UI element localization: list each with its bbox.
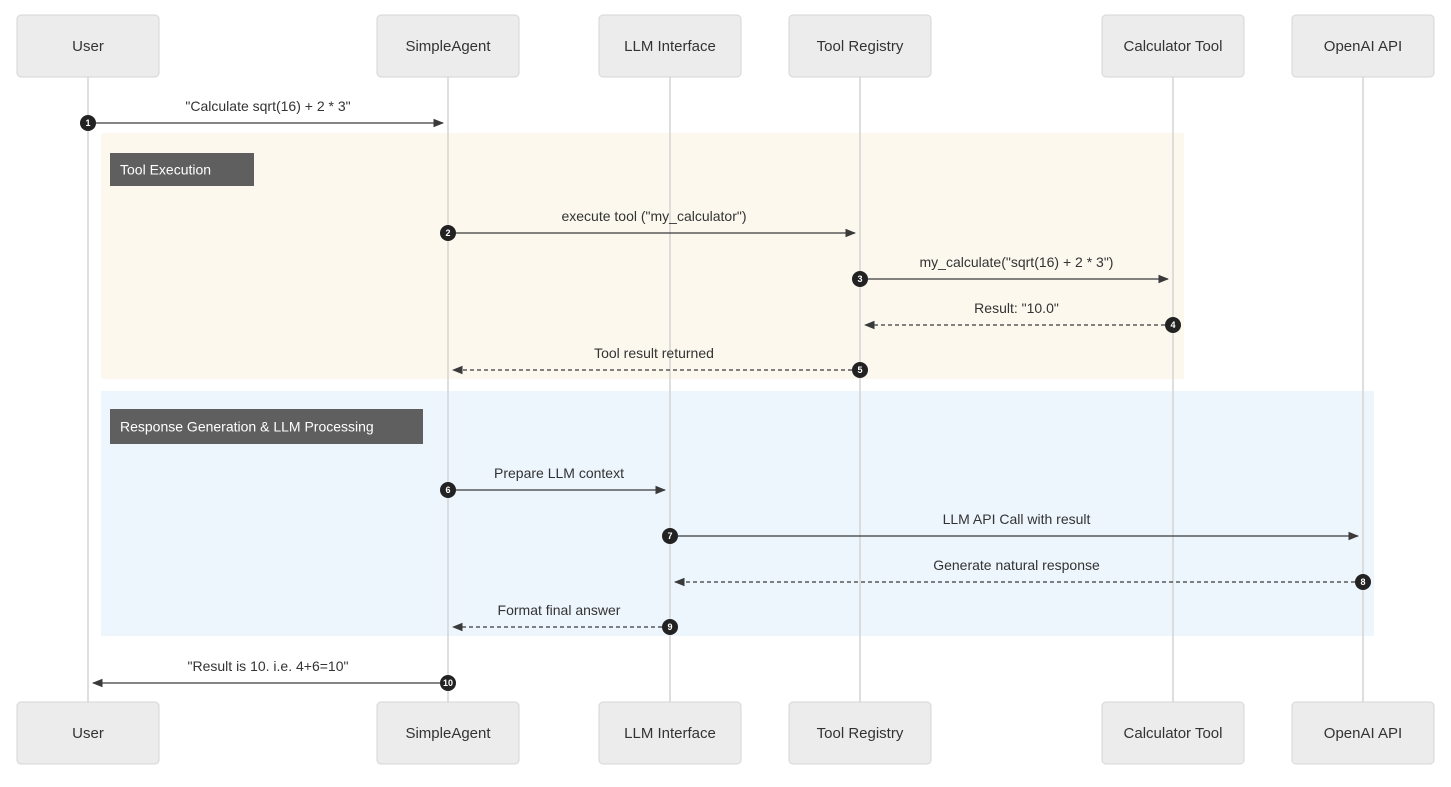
message-8: Generate natural response 8 [673, 557, 1371, 590]
message-6: Prepare LLM context 6 [440, 465, 667, 498]
step-number: 10 [443, 678, 453, 688]
actor-box-shape [376, 701, 520, 765]
actor-tool-registry-top[interactable]: Tool Registry [788, 14, 932, 78]
step-badge [1165, 317, 1181, 333]
actor-box-shape [16, 701, 160, 765]
message-3: my_calculate("sqrt(16) + 2 * 3") 3 [852, 254, 1170, 287]
message-4: Result: "10.0" 4 [863, 300, 1181, 333]
actor-label: SimpleAgent [405, 725, 491, 742]
step-number: 1 [85, 118, 90, 128]
message-label: Generate natural response [933, 557, 1100, 573]
message-label: Result: "10.0" [974, 300, 1059, 316]
step-badge [80, 115, 96, 131]
group-response-generation: Response Generation & LLM Processing [101, 391, 1374, 636]
actor-tool-registry-bottom[interactable]: Tool Registry [788, 701, 932, 765]
step-number: 4 [1170, 320, 1175, 330]
message-label: Tool result returned [594, 345, 714, 361]
actor-box-shape [788, 701, 932, 765]
actor-label: OpenAI API [1324, 38, 1402, 55]
group-label-box [110, 409, 423, 444]
message-label: "Result is 10. i.e. 4+6=10" [188, 658, 349, 674]
actor-simpleagent-bottom[interactable]: SimpleAgent [376, 701, 520, 765]
actor-label: OpenAI API [1324, 725, 1402, 742]
actor-llm-interface-top[interactable]: LLM Interface [598, 14, 742, 78]
actor-box-shape [598, 14, 742, 78]
message-label: execute tool ("my_calculator") [561, 208, 746, 224]
message-10: "Result is 10. i.e. 4+6=10" 10 [91, 658, 456, 691]
actor-openai-api-bottom[interactable]: OpenAI API [1291, 701, 1435, 765]
step-badge [662, 619, 678, 635]
group-label: Tool Execution [120, 162, 211, 178]
actor-label: Calculator Tool [1124, 38, 1223, 55]
step-badge [852, 362, 868, 378]
step-badge [440, 225, 456, 241]
actor-user-bottom[interactable]: User [16, 701, 160, 765]
actor-box-shape [1291, 14, 1435, 78]
message-label: LLM API Call with result [943, 511, 1091, 527]
step-badge [440, 675, 456, 691]
message-1: "Calculate sqrt(16) + 2 * 3" 1 [80, 98, 445, 131]
message-5: Tool result returned 5 [451, 345, 868, 378]
message-label: Prepare LLM context [494, 465, 624, 481]
actor-box-shape [1101, 701, 1245, 765]
actor-box-shape [16, 14, 160, 78]
message-label: my_calculate("sqrt(16) + 2 * 3") [920, 254, 1114, 270]
step-badge [1355, 574, 1371, 590]
step-badge [662, 528, 678, 544]
step-number: 7 [667, 531, 672, 541]
actor-simpleagent-top[interactable]: SimpleAgent [376, 14, 520, 78]
step-number: 3 [857, 274, 862, 284]
message-label: Format final answer [498, 602, 621, 618]
actor-box-shape [376, 14, 520, 78]
actor-openai-api-top[interactable]: OpenAI API [1291, 14, 1435, 78]
group-label-box [110, 153, 254, 186]
step-number: 8 [1360, 577, 1365, 587]
actor-label: LLM Interface [624, 725, 716, 742]
step-number: 2 [445, 228, 450, 238]
step-number: 5 [857, 365, 862, 375]
actor-user-top[interactable]: User [16, 14, 160, 78]
actor-calculator-tool-top[interactable]: Calculator Tool [1101, 14, 1245, 78]
message-2: execute tool ("my_calculator") 2 [440, 208, 857, 241]
actor-label: Calculator Tool [1124, 725, 1223, 742]
actor-label: Tool Registry [817, 38, 904, 55]
actor-calculator-tool-bottom[interactable]: Calculator Tool [1101, 701, 1245, 765]
step-number: 9 [667, 622, 672, 632]
step-number: 6 [445, 485, 450, 495]
actor-box-shape [1101, 14, 1245, 78]
actor-box-shape [1291, 701, 1435, 765]
group-label: Response Generation & LLM Processing [120, 419, 374, 435]
actor-box-shape [788, 14, 932, 78]
step-badge [852, 271, 868, 287]
message-7: LLM API Call with result 7 [662, 511, 1360, 544]
actor-label: Tool Registry [817, 725, 904, 742]
group-tool-execution: Tool Execution [101, 133, 1184, 379]
actor-label: User [72, 38, 104, 55]
actor-label: User [72, 725, 104, 742]
actor-label: SimpleAgent [405, 38, 491, 55]
group-panel [101, 133, 1184, 379]
message-label: "Calculate sqrt(16) + 2 * 3" [185, 98, 350, 114]
message-9: Format final answer 9 [451, 602, 678, 635]
step-badge [440, 482, 456, 498]
actor-label: LLM Interface [624, 38, 716, 55]
actor-box-shape [598, 701, 742, 765]
actor-llm-interface-bottom[interactable]: LLM Interface [598, 701, 742, 765]
